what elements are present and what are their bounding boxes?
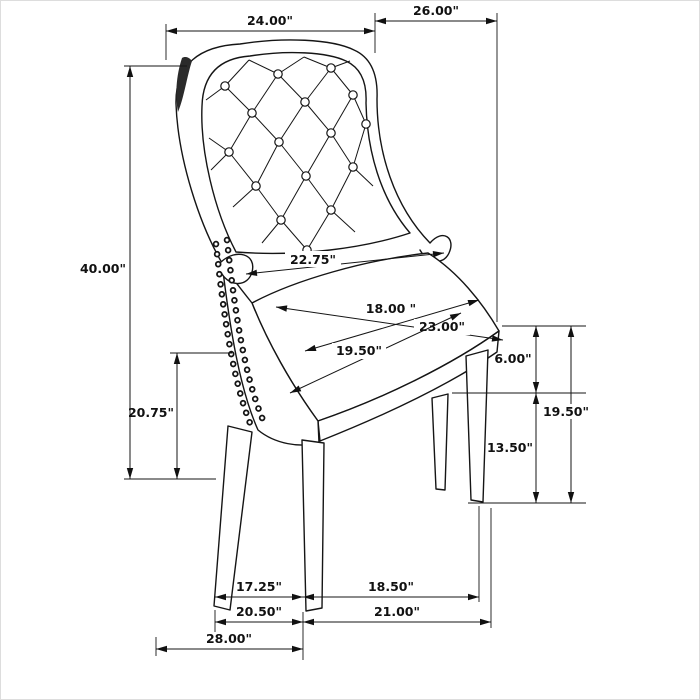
dim-label-overall-base-width: 28.00" [206, 631, 252, 646]
dim-label-cushion-thickness: 6.00" [494, 351, 531, 366]
dim-label-leg-height: 13.50" [487, 440, 533, 455]
dim-side-leg-span: 18.50" [303, 506, 480, 602]
dim-top-depth: 26.00" [375, 3, 498, 322]
tufted-back-panel [201, 51, 411, 255]
dim-label-seat-width: 18.00 " [366, 301, 416, 316]
back-left-leg [213, 425, 253, 611]
dim-label-back-width: 24.00" [247, 13, 293, 28]
dim-seat-depth: 19.50" [289, 312, 462, 394]
dim-label-top-depth: 26.00" [413, 3, 459, 18]
dim-overall-base-width: 28.00" [155, 631, 303, 656]
front-left-leg [301, 439, 325, 612]
dim-label-side-leg-span: 18.50" [368, 579, 414, 594]
dim-label-seat-height: 19.50" [543, 404, 589, 419]
headrest-shading [176, 57, 192, 112]
label-background [541, 404, 592, 419]
dim-seat-height: 19.50" [541, 326, 592, 503]
dim-label-seat-depth: 19.50" [336, 343, 382, 358]
dim-base-side-depth: 21.00" [303, 508, 492, 628]
left-arm-scroll [220, 253, 254, 285]
front-right-leg [465, 349, 489, 503]
dim-inner-back-width: 22.75" [245, 250, 445, 277]
dimension-line [245, 250, 445, 277]
dim-overall-height: 40.00" [80, 65, 216, 480]
dim-base-front-width: 20.50" [215, 604, 303, 626]
label-background [285, 251, 341, 267]
dim-label-arm-height: 20.75" [128, 405, 174, 420]
dim-label-overall-height: 40.00" [80, 261, 126, 276]
dim-label-seat-diagonal: 23.00" [419, 319, 465, 334]
tufting-buttons [220, 63, 371, 255]
dim-label-front-leg-span: 17.25" [236, 579, 282, 594]
back-right-leg [431, 393, 449, 491]
nailhead-trim [212, 236, 267, 432]
dim-leg-height: 13.50" [468, 393, 586, 504]
dim-label-base-front-width: 20.50" [236, 604, 282, 619]
dim-arm-height: 20.75" [128, 352, 232, 479]
dim-label-base-side-depth: 21.00" [374, 604, 420, 619]
dim-back-width: 24.00" [165, 13, 376, 60]
label-background [332, 343, 386, 359]
dimension-annotations: 24.00" 26.00" 40.00" 20.75" 22.75" [80, 3, 592, 660]
dim-front-leg-span: 17.25" [214, 579, 304, 660]
dim-label-inner-back-width: 22.75" [290, 252, 336, 267]
